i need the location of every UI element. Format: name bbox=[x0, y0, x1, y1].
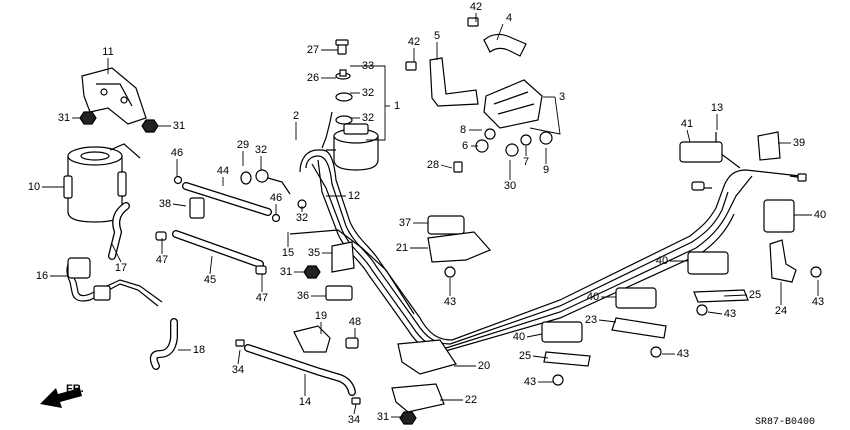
leader-line-c28 bbox=[440, 164, 453, 169]
part-number-c18: 18 bbox=[193, 344, 205, 356]
part-number-c34a: 34 bbox=[232, 364, 244, 376]
charcoal-canister bbox=[63, 143, 141, 223]
part-number-c46b: 46 bbox=[270, 192, 282, 204]
part-number-c41: 41 bbox=[681, 118, 693, 130]
leader-line-c4 bbox=[496, 23, 504, 41]
part-number-c31d: 31 bbox=[377, 411, 389, 423]
diagram-code: SR87-B0400 bbox=[755, 417, 815, 428]
part-number-c31a: 31 bbox=[58, 112, 70, 124]
part-number-c2: 2 bbox=[293, 110, 299, 122]
part-number-c7: 7 bbox=[523, 156, 529, 168]
part-number-c43d: 43 bbox=[677, 348, 689, 360]
leader-line-c43b bbox=[707, 311, 723, 315]
leader-line-c25b bbox=[532, 355, 549, 359]
part-number-c43b: 43 bbox=[724, 308, 736, 320]
part-number-c25a: 25 bbox=[749, 289, 761, 301]
part-number-c32c: 32 bbox=[362, 112, 374, 124]
leader-line-c23 bbox=[598, 319, 617, 323]
part-number-c43e: 43 bbox=[524, 376, 536, 388]
callout-labels: 1234567891011121314151617181920212223242… bbox=[28, 1, 826, 426]
part-number-c10: 10 bbox=[28, 181, 40, 193]
part-number-c42b: 42 bbox=[408, 36, 420, 48]
part-number-c46a: 46 bbox=[171, 147, 183, 159]
canister-hoses bbox=[66, 202, 178, 370]
part-number-c20: 20 bbox=[478, 360, 490, 372]
part-number-c48: 48 bbox=[349, 316, 361, 328]
part-number-c47a: 47 bbox=[156, 254, 168, 266]
part-number-c24: 24 bbox=[775, 305, 787, 317]
part-number-c40d: 40 bbox=[513, 331, 525, 343]
pipe-holder-21 bbox=[427, 215, 492, 278]
part-number-c4: 4 bbox=[506, 12, 512, 24]
part-number-c21: 21 bbox=[396, 242, 408, 254]
leader-line-c38 bbox=[172, 203, 187, 207]
right-clamps bbox=[541, 131, 822, 386]
part-number-c11: 11 bbox=[102, 46, 113, 58]
part-number-c42a: 42 bbox=[470, 1, 482, 13]
pipe-protectors bbox=[391, 339, 457, 413]
part-number-c36: 36 bbox=[297, 290, 309, 302]
leader-line-c34a bbox=[237, 349, 241, 365]
part-number-c6: 6 bbox=[462, 140, 468, 152]
part-number-c33: 33 bbox=[362, 60, 374, 72]
part-number-c39: 39 bbox=[793, 137, 805, 149]
part-number-c43c: 43 bbox=[812, 296, 824, 308]
part-number-c28: 28 bbox=[427, 159, 439, 171]
direction-label: FR. bbox=[66, 383, 84, 395]
part-number-c27: 27 bbox=[307, 44, 319, 56]
part-number-c30: 30 bbox=[504, 180, 516, 192]
part-number-c12: 12 bbox=[348, 190, 360, 202]
part-number-c5: 5 bbox=[434, 30, 440, 42]
part-number-c38: 38 bbox=[159, 198, 171, 210]
part-number-c17: 17 bbox=[115, 262, 127, 274]
part-number-c31c: 31 bbox=[280, 266, 292, 278]
part-number-c32a: 32 bbox=[255, 144, 267, 156]
part-number-c13: 13 bbox=[711, 102, 723, 114]
leader-line-c25a bbox=[723, 294, 748, 297]
part-number-c47b: 47 bbox=[256, 292, 268, 304]
vent-hoses bbox=[155, 169, 307, 275]
part-number-c19: 19 bbox=[315, 310, 327, 322]
part-number-c8: 8 bbox=[460, 124, 466, 136]
part-number-c25b: 25 bbox=[519, 350, 531, 362]
part-number-c1: 1 bbox=[394, 100, 400, 112]
upper-brackets bbox=[405, 17, 561, 173]
part-number-c40a: 40 bbox=[814, 209, 826, 221]
canister-bracket bbox=[79, 67, 159, 133]
part-number-c26: 26 bbox=[307, 72, 319, 84]
leader-line-c45 bbox=[209, 255, 213, 275]
center-clamps bbox=[303, 241, 417, 425]
part-number-c43a: 43 bbox=[444, 296, 456, 308]
part-number-c45: 45 bbox=[204, 274, 216, 286]
fuel-filter bbox=[326, 39, 379, 171]
part-number-c40c: 40 bbox=[587, 291, 599, 303]
part-number-c16: 16 bbox=[36, 270, 48, 282]
leader-line-c34b bbox=[353, 403, 357, 415]
part-number-c15: 15 bbox=[282, 247, 294, 259]
leader-line-c17 bbox=[111, 243, 122, 263]
leader-line-c41 bbox=[686, 129, 691, 143]
part-number-c23: 23 bbox=[585, 314, 597, 326]
part-number-c44: 44 bbox=[217, 165, 229, 177]
part-number-c37: 37 bbox=[399, 217, 411, 229]
part-number-c3: 3 bbox=[559, 91, 565, 103]
group-bracket-1 bbox=[350, 65, 386, 141]
leader-line-c40d bbox=[526, 333, 543, 338]
part-number-c40b: 40 bbox=[656, 255, 668, 267]
part-number-c9: 9 bbox=[543, 164, 549, 176]
part-number-c31b: 31 bbox=[173, 120, 185, 132]
part-number-c22: 22 bbox=[465, 394, 477, 406]
front-direction-arrow: FR. bbox=[40, 383, 84, 408]
part-number-c14: 14 bbox=[299, 396, 311, 408]
part-number-c35: 35 bbox=[308, 247, 320, 259]
part-number-c32b: 32 bbox=[362, 87, 374, 99]
part-number-c32d: 32 bbox=[296, 212, 308, 224]
part-number-c29: 29 bbox=[237, 139, 249, 151]
part-number-c34b: 34 bbox=[348, 414, 360, 426]
lower-pipe bbox=[235, 325, 361, 405]
